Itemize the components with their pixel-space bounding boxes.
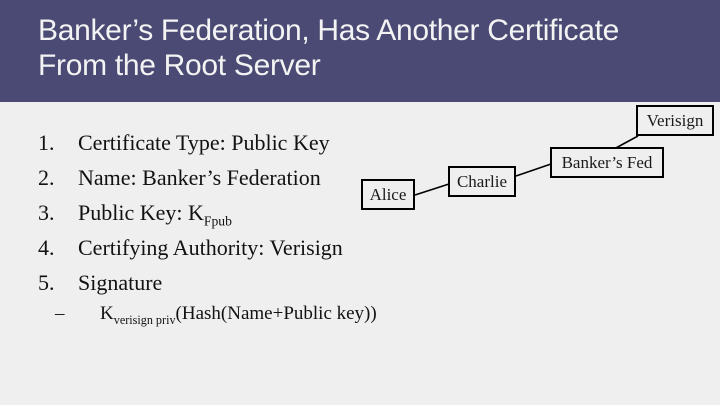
formula-key-symbol: K bbox=[100, 303, 114, 324]
list-item-number: 4. bbox=[38, 235, 55, 260]
formula-key-subscript: verisign priv bbox=[113, 312, 176, 327]
formula-hash-expression: (Hash(Name+Public key)) bbox=[175, 303, 377, 324]
diagram-node-bankers-fed: Banker’s Fed bbox=[550, 147, 664, 178]
signature-formula: – Kverisign priv(Hash(Name+Public key)) bbox=[55, 302, 377, 326]
list-item-number: 5. bbox=[38, 270, 55, 295]
connector-alice-charlie bbox=[414, 183, 450, 196]
list-item: 4. Certifying Authority: Verisign bbox=[38, 234, 343, 261]
list-item-subscript: Fpub bbox=[203, 213, 232, 229]
diagram-node-label: Banker’s Fed bbox=[561, 152, 653, 172]
slide-title-line-1: Banker’s Federation, Has Another Certifi… bbox=[38, 14, 619, 47]
list-item-text: Certificate Type: Public Key bbox=[78, 130, 330, 155]
sub-bullet-dash: – bbox=[55, 303, 65, 324]
list-item-number: 1. bbox=[38, 130, 55, 155]
diagram-node-charlie: Charlie bbox=[448, 166, 516, 197]
diagram-node-label: Verisign bbox=[646, 110, 704, 130]
diagram-node-label: Alice bbox=[369, 184, 407, 204]
diagram-node-alice: Alice bbox=[361, 179, 415, 210]
list-item-text: Signature bbox=[78, 270, 163, 295]
list-item: 1. Certificate Type: Public Key bbox=[38, 129, 330, 156]
list-item: 3. Public Key: KFpub bbox=[38, 199, 232, 229]
list-item-number: 2. bbox=[38, 165, 55, 190]
list-item: 2. Name: Banker’s Federation bbox=[38, 164, 321, 191]
list-item-number: 3. bbox=[38, 200, 55, 225]
list-item: 5. Signature bbox=[38, 269, 162, 296]
slide-title-band: Banker’s Federation, Has Another Certifi… bbox=[0, 0, 720, 102]
diagram-node-label: Charlie bbox=[456, 171, 508, 191]
slide-title-line-2: From the Root Server bbox=[38, 49, 321, 82]
list-item-text: Public Key: K bbox=[78, 200, 204, 225]
diagram-node-verisign: Verisign bbox=[636, 105, 714, 136]
list-item-text: Certifying Authority: Verisign bbox=[78, 235, 343, 260]
connector-charlie-bankersfed bbox=[515, 163, 552, 177]
list-item-text: Name: Banker’s Federation bbox=[78, 165, 321, 190]
